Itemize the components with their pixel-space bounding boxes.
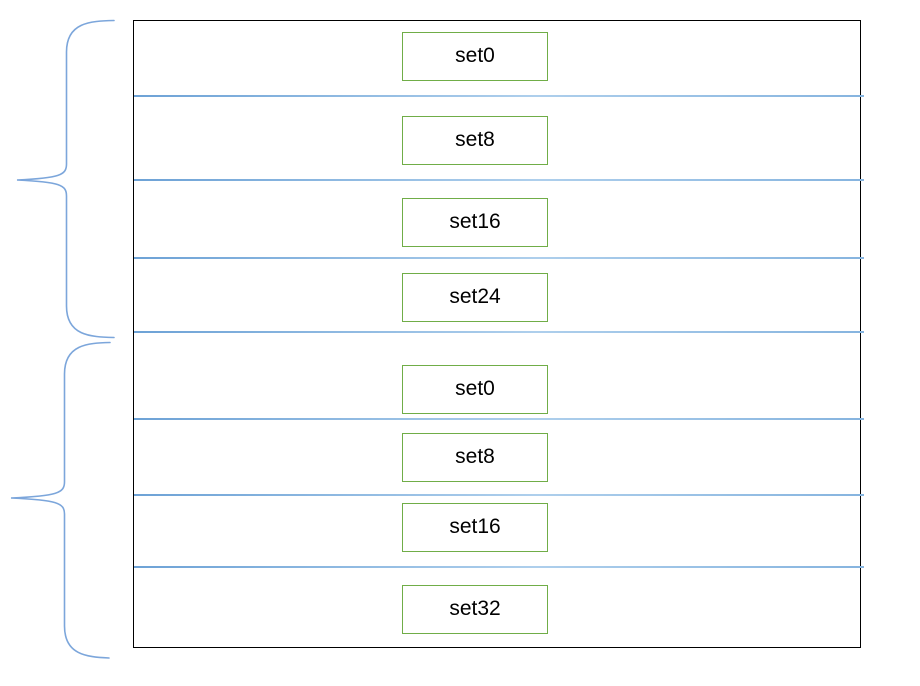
set-row-group-bottom-2: set16 xyxy=(134,495,860,567)
set-label: set8 xyxy=(455,128,495,151)
set-row-group-top-2: set16 xyxy=(134,180,860,258)
set-label: set32 xyxy=(449,597,501,620)
set-box: set8 xyxy=(402,116,548,165)
set-box: set16 xyxy=(402,503,548,552)
set-label: set0 xyxy=(455,377,495,400)
row-separator xyxy=(134,95,864,97)
set-label: set0 xyxy=(455,44,495,67)
set-label: set16 xyxy=(449,210,501,233)
row-separator xyxy=(134,179,864,181)
set-row-group-top-1: set8 xyxy=(134,96,860,180)
curly-brace-top-group-icon xyxy=(16,19,115,339)
set-box: set24 xyxy=(402,273,548,322)
row-separator xyxy=(134,331,864,333)
set-row-group-top-3: set24 xyxy=(134,258,860,332)
set-box: set0 xyxy=(402,32,548,81)
set-row-group-bottom-0: set0 xyxy=(134,332,860,419)
set-label: set16 xyxy=(449,515,501,538)
set-row-group-top-0: set0 xyxy=(134,21,860,96)
set-box: set0 xyxy=(402,365,548,414)
left-braces-graphic xyxy=(10,19,115,659)
row-separator xyxy=(134,418,864,420)
row-separator xyxy=(134,494,864,496)
set-label: set24 xyxy=(449,285,501,308)
set-row-group-bottom-3: set32 xyxy=(134,567,860,649)
set-box: set16 xyxy=(402,198,548,247)
set-box: set32 xyxy=(402,585,548,634)
sets-container: set0 set8 set16 set24 set0 set8 set16 s xyxy=(133,20,864,649)
set-row-group-bottom-1: set8 xyxy=(134,419,860,495)
set-box: set8 xyxy=(402,433,548,482)
set-label: set8 xyxy=(455,445,495,468)
row-separator xyxy=(134,566,864,568)
row-separator xyxy=(134,257,864,259)
curly-brace-bottom-group-icon xyxy=(10,341,111,659)
